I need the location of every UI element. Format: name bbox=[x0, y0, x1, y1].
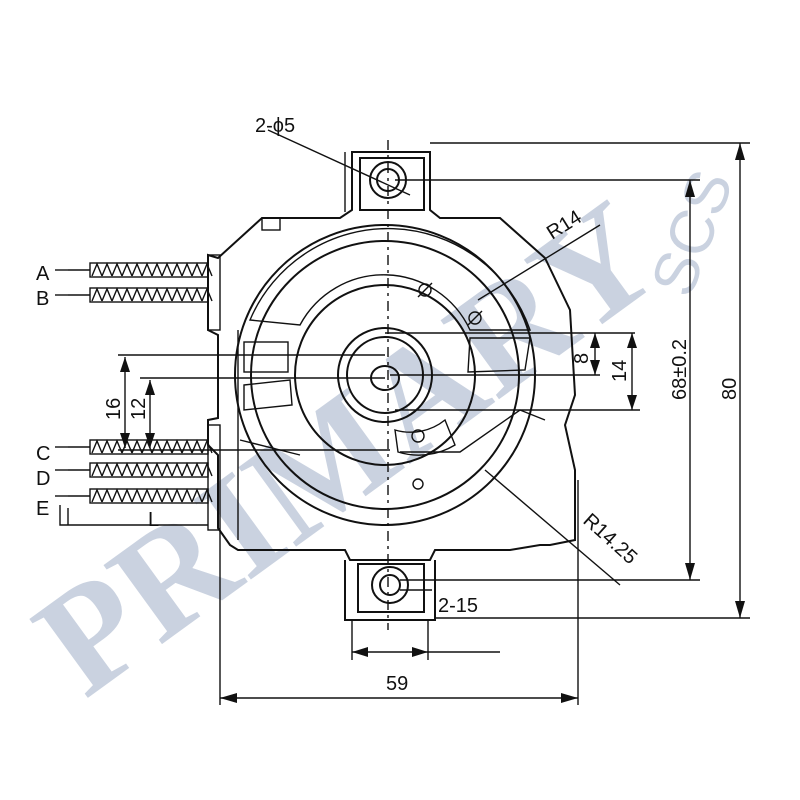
bottom-ear-inner bbox=[357, 563, 425, 613]
dim-14-arrow-top bbox=[627, 333, 637, 348]
dim-59-arrow-left bbox=[220, 693, 237, 703]
dim-15-arrow-left bbox=[352, 647, 368, 657]
label-hole-spec: 2-ϕ5 bbox=[255, 115, 295, 137]
dim-12-arrow-bottom bbox=[145, 433, 155, 448]
wire-b bbox=[68, 287, 213, 303]
dim-15-arrow-right bbox=[412, 647, 428, 657]
dim-8-arrow-bottom bbox=[590, 360, 600, 375]
ring-mark-2 bbox=[467, 310, 483, 326]
cam-sector bbox=[248, 227, 531, 331]
window-right bbox=[467, 337, 531, 373]
bottom-slot-inner bbox=[379, 574, 401, 596]
housing bbox=[207, 151, 577, 621]
label-wire-d: D bbox=[36, 468, 50, 490]
bottom-ear bbox=[344, 560, 436, 621]
label-width-59: 59 bbox=[386, 673, 408, 695]
wire-length-bracket bbox=[59, 505, 208, 526]
label-dim-16: 16 bbox=[103, 398, 125, 420]
top-notch bbox=[261, 217, 281, 231]
label-wire-c: C bbox=[36, 443, 50, 465]
dim-16-arrow-bottom bbox=[120, 433, 130, 448]
phi5-leader bbox=[267, 129, 411, 196]
cam-lobe bbox=[394, 418, 456, 456]
watermark-main: PRIMARY bbox=[7, 169, 687, 726]
dimensions bbox=[118, 129, 750, 705]
dim-80-arrow-bottom bbox=[735, 601, 745, 618]
label-wire-b: B bbox=[36, 288, 49, 310]
dim-68-arrow-top bbox=[685, 180, 695, 197]
ring-mark-1 bbox=[417, 282, 433, 298]
wire-c bbox=[68, 439, 213, 455]
label-height-80: 80 bbox=[719, 378, 741, 400]
label-wire-a: A bbox=[36, 263, 50, 285]
wire-block-top bbox=[207, 254, 221, 331]
labels: 2-ϕ5 R14 R14.25 2-15 59 80 68±0.2 8 14 1… bbox=[36, 115, 741, 695]
wires bbox=[55, 262, 213, 526]
label-wire-e: E bbox=[36, 498, 49, 520]
label-wire-length: L bbox=[148, 509, 159, 531]
label-r1425: R14.25 bbox=[579, 509, 642, 569]
dim-14-arrow-bottom bbox=[627, 395, 637, 410]
dim-16-arrow-top bbox=[120, 357, 130, 372]
wire-a bbox=[68, 262, 213, 278]
label-dim-12: 12 bbox=[128, 398, 150, 420]
cam-dot bbox=[411, 429, 425, 443]
dim-59-arrow-right bbox=[561, 693, 578, 703]
bottom-slot-outer bbox=[371, 566, 409, 604]
watermark-sub: SCS bbox=[638, 161, 746, 304]
top-ear-inner bbox=[359, 157, 425, 211]
label-dim-8: 8 bbox=[571, 353, 593, 364]
dim-68-arrow-bottom bbox=[685, 563, 695, 580]
dim-8-arrow-top bbox=[590, 333, 600, 348]
pin-dot bbox=[412, 478, 424, 490]
label-pitch-68: 68±0.2 bbox=[669, 339, 691, 400]
dim-12-arrow-top bbox=[145, 380, 155, 395]
r14-leader bbox=[477, 224, 601, 301]
window-left-1 bbox=[243, 341, 289, 373]
r1425-leader bbox=[484, 469, 621, 586]
label-dim-14: 14 bbox=[609, 360, 631, 382]
window-left-2 bbox=[243, 379, 293, 411]
wire-d bbox=[68, 462, 213, 478]
label-slot-spec: 2-15 bbox=[438, 595, 478, 617]
wire-e bbox=[68, 488, 213, 504]
dim-80-arrow-top bbox=[735, 143, 745, 160]
